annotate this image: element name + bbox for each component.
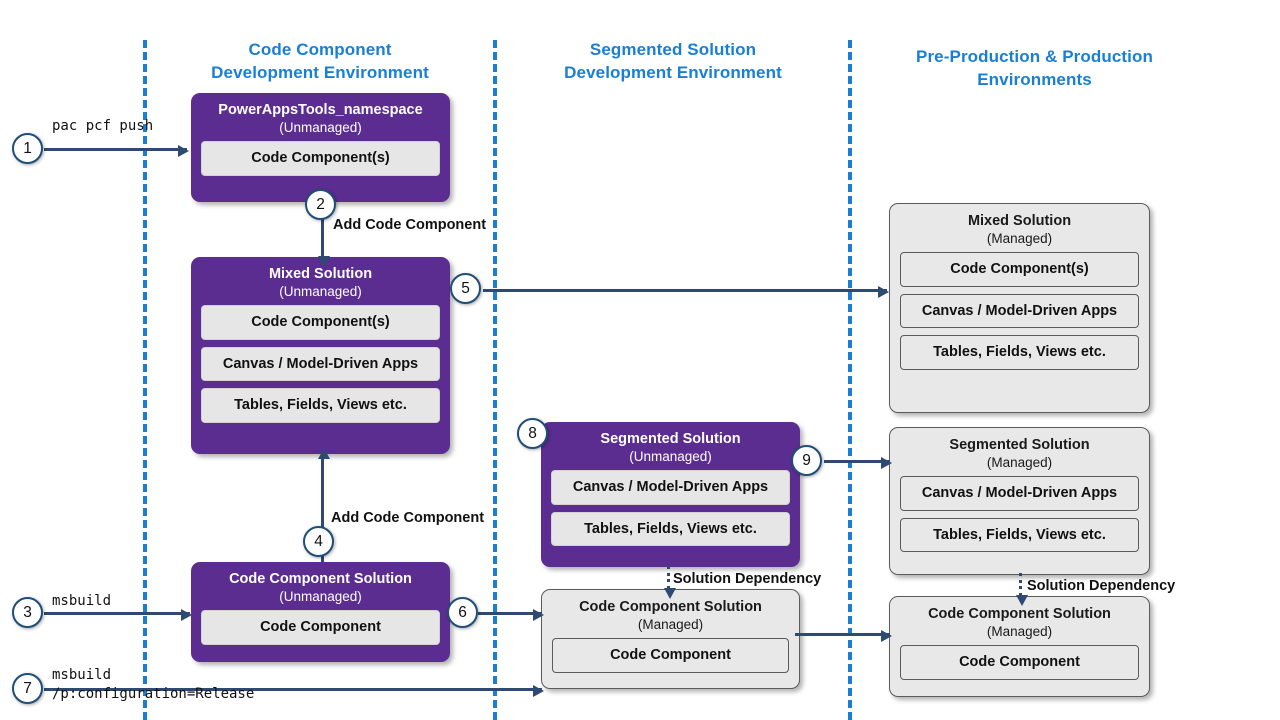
label-add-code-component-top: Add Code Component: [333, 217, 487, 233]
card-title-text: Code Component Solution: [928, 606, 1111, 622]
card-subtitle-text: (Managed): [986, 454, 1053, 470]
card-mixed-solution-managed[interactable]: Mixed Solution (Managed) Code Component(…: [889, 203, 1150, 413]
chip-canvas-model-driven-apps[interactable]: Canvas / Model-Driven Apps: [900, 476, 1139, 511]
lane-title-line1: Segmented Solution: [589, 40, 757, 59]
chip-tables-fields-views[interactable]: Tables, Fields, Views etc.: [201, 388, 440, 423]
arrow-step6-to-code-component-solution-managed: [478, 609, 544, 621]
card-powerappstools-namespace[interactable]: PowerAppsTools_namespace (Unmanaged) Cod…: [191, 93, 450, 202]
card-title: PowerAppsTools_namespace (Unmanaged): [191, 93, 450, 136]
lane-title-segmented-solution-dev: Segmented Solution Development Environme…: [523, 39, 823, 85]
step-badge-5[interactable]: 5: [450, 273, 481, 304]
lane-title-preprod-prod: Pre-Production & Production Environments: [868, 46, 1201, 92]
card-subtitle-text: (Unmanaged): [279, 588, 362, 604]
step-badge-9[interactable]: 9: [791, 445, 822, 476]
chip-canvas-model-driven-apps[interactable]: Canvas / Model-Driven Apps: [900, 293, 1139, 329]
chip-tables-fields-views[interactable]: Tables, Fields, Views etc.: [551, 511, 790, 547]
arrow-step3-to-code-component-solution: [44, 609, 192, 621]
step-badge-8[interactable]: 8: [517, 418, 548, 449]
chip-code-component[interactable]: Code Component: [900, 645, 1139, 680]
card-subtitle-text: (Managed): [986, 623, 1053, 639]
card-title: Segmented Solution (Unmanaged): [541, 422, 800, 465]
arrow-step9-to-segmented-managed: [824, 457, 892, 469]
card-title-text: Segmented Solution: [949, 437, 1090, 453]
arrow-code-component-solution-managed-to-prod: [795, 630, 892, 642]
arrow-step4-add-code-component: [317, 448, 330, 562]
command-line-1: msbuild: [52, 667, 112, 683]
lane-title-code-component-dev: Code Component Development Environment: [170, 39, 470, 85]
card-subtitle-text: (Unmanaged): [279, 119, 362, 135]
card-title-text: PowerAppsTools_namespace: [218, 102, 423, 118]
lane-title-line2: Development Environment: [564, 62, 782, 82]
card-title-text: Code Component Solution: [579, 599, 762, 615]
step-badge-2[interactable]: 2: [305, 189, 336, 220]
chip-canvas-model-driven-apps[interactable]: Canvas / Model-Driven Apps: [551, 470, 790, 505]
command-line-2: /p:configuration=Release: [52, 685, 255, 702]
arrow-step7-to-code-component-solution-managed: [44, 685, 544, 697]
card-title-text: Code Component Solution: [229, 571, 412, 587]
lane-title-line2: Development Environment: [211, 62, 429, 82]
card-chips: Code Component(s) Canvas / Model-Driven …: [890, 247, 1149, 380]
card-title-text: Mixed Solution: [268, 266, 373, 282]
lane-divider-1: [143, 40, 147, 720]
card-chips: Code Component(s) Canvas / Model-Driven …: [191, 300, 450, 433]
card-title: Mixed Solution (Managed): [890, 204, 1149, 247]
step-badge-7[interactable]: 7: [12, 673, 43, 704]
card-title: Code Component Solution (Unmanaged): [191, 562, 450, 605]
card-title-text: Mixed Solution: [967, 213, 1072, 229]
lane-divider-3: [848, 40, 852, 720]
card-segmented-solution-unmanaged[interactable]: Segmented Solution (Unmanaged) Canvas / …: [541, 422, 800, 567]
card-title: Code Component Solution (Managed): [890, 597, 1149, 640]
arrow-step5-to-mixed-managed: [483, 286, 889, 298]
step-badge-6[interactable]: 6: [447, 597, 478, 628]
card-mixed-solution-unmanaged[interactable]: Mixed Solution (Unmanaged) Code Componen…: [191, 257, 450, 454]
dependency-arrow-right: [1015, 573, 1028, 606]
label-add-code-component-bottom: Add Code Component: [331, 510, 485, 526]
card-title: Mixed Solution (Unmanaged): [191, 257, 450, 300]
lane-title-line1: Code Component: [248, 40, 392, 59]
step-badge-4[interactable]: 4: [303, 526, 334, 557]
step-badge-1[interactable]: 1: [12, 133, 43, 164]
card-chips: Code Component: [191, 605, 450, 655]
chip-tables-fields-views[interactable]: Tables, Fields, Views etc.: [900, 517, 1139, 553]
card-chips: Canvas / Model-Driven Apps Tables, Field…: [541, 465, 800, 556]
dependency-arrow-middle: [663, 566, 676, 599]
card-subtitle-text: (Managed): [986, 230, 1053, 246]
lane-title-line1: Pre-Production & Production: [916, 47, 1153, 66]
card-segmented-solution-managed[interactable]: Segmented Solution (Managed) Canvas / Mo…: [889, 427, 1150, 575]
arrow-step2-add-code-component: [317, 205, 330, 267]
card-chips: Canvas / Model-Driven Apps Tables, Field…: [890, 471, 1149, 562]
chip-canvas-model-driven-apps[interactable]: Canvas / Model-Driven Apps: [201, 346, 440, 382]
card-chips: Code Component: [890, 640, 1149, 690]
chip-code-components[interactable]: Code Component(s): [201, 305, 440, 340]
chip-code-components[interactable]: Code Component(s): [900, 252, 1139, 287]
command-label-pac-pcf-push: pac pcf push: [52, 118, 154, 134]
card-title: Segmented Solution (Managed): [890, 428, 1149, 471]
step-badge-3[interactable]: 3: [12, 597, 43, 628]
arrow-step1-to-powerappstools: [44, 145, 189, 157]
card-code-component-solution-managed-middle[interactable]: Code Component Solution (Managed) Code C…: [541, 589, 800, 689]
label-solution-dependency-middle: Solution Dependency: [673, 571, 822, 587]
lane-divider-2: [493, 40, 497, 720]
chip-tables-fields-views[interactable]: Tables, Fields, Views etc.: [900, 335, 1139, 370]
card-code-component-solution-managed-right[interactable]: Code Component Solution (Managed) Code C…: [889, 596, 1150, 697]
card-title-text: Segmented Solution: [600, 431, 741, 447]
chip-code-component[interactable]: Code Component: [201, 610, 440, 645]
label-solution-dependency-right: Solution Dependency: [1027, 578, 1176, 594]
card-chips: Code Component(s): [191, 136, 450, 186]
lane-title-line2: Environments: [977, 69, 1092, 89]
card-title: Code Component Solution (Managed): [542, 590, 799, 633]
command-label-msbuild-release: msbuild /p:configuration=Release: [52, 666, 254, 704]
chip-code-component[interactable]: Code Component: [552, 638, 789, 673]
card-chips: Code Component: [542, 633, 799, 683]
card-code-component-solution-unmanaged[interactable]: Code Component Solution (Unmanaged) Code…: [191, 562, 450, 662]
card-subtitle-text: (Unmanaged): [629, 448, 712, 464]
command-label-msbuild: msbuild: [52, 593, 112, 609]
chip-code-components[interactable]: Code Component(s): [201, 141, 440, 176]
card-subtitle-text: (Managed): [637, 616, 704, 632]
card-subtitle-text: (Unmanaged): [279, 283, 362, 299]
